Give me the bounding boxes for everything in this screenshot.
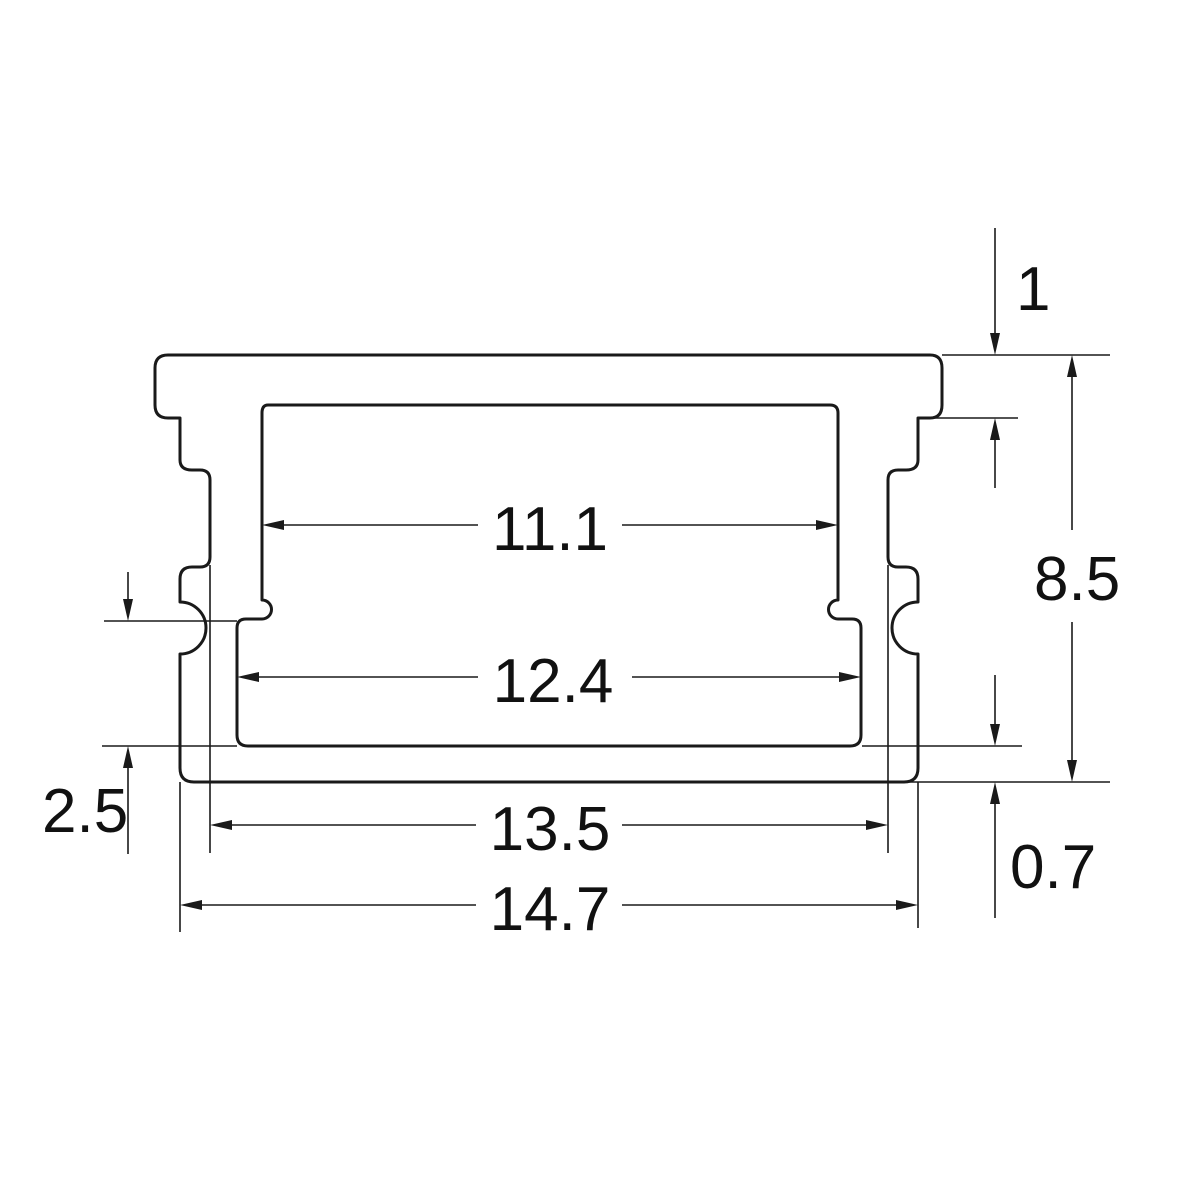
dimension-outer-width: 14.7 xyxy=(180,875,918,944)
dimension-base-thickness: 0.7 xyxy=(990,675,1096,918)
dim-label-inner-base-width: 13.5 xyxy=(490,795,611,864)
dim-label-inner-lower-width: 12.4 xyxy=(493,647,614,716)
dimension-inner-base-width: 13.5 xyxy=(210,795,888,864)
dimension-inner-lower-width: 12.4 xyxy=(237,647,861,716)
dimension-inner-upper-width: 11.1 xyxy=(262,495,838,564)
extension-lines xyxy=(102,354,1110,932)
dim-label-inner-upper-width: 11.1 xyxy=(492,495,608,564)
dim-label-base-thickness: 0.7 xyxy=(1010,833,1096,902)
profile-inner-cavity xyxy=(235,403,863,748)
dim-label-outer-width: 14.7 xyxy=(490,875,611,944)
dimension-slot-height: 2.5 xyxy=(42,572,133,854)
dim-label-top-lip: 1 xyxy=(1016,255,1050,324)
dimension-total-height: 8.5 xyxy=(1034,355,1120,782)
dim-label-slot-height: 2.5 xyxy=(42,777,128,846)
profile-outer-outline xyxy=(153,353,944,784)
dimension-top-lip: 1 xyxy=(990,228,1050,488)
dim-label-total-height: 8.5 xyxy=(1034,545,1120,614)
